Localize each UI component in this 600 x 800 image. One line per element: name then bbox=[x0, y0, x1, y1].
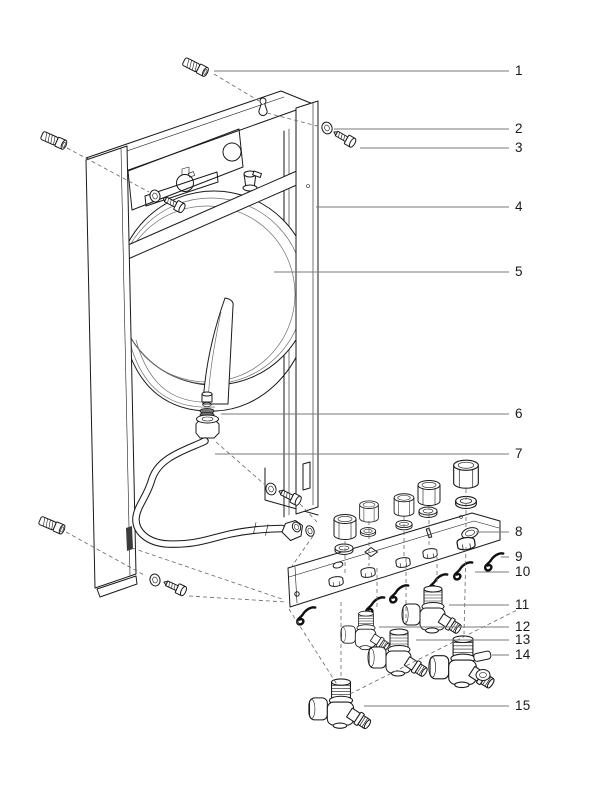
washer-top-right bbox=[319, 120, 335, 136]
callout-5: 5 bbox=[515, 264, 523, 279]
mounting-frame bbox=[85, 90, 319, 598]
screw-bottom-left bbox=[161, 576, 189, 598]
valve-15 bbox=[307, 678, 374, 732]
retaining-clip bbox=[293, 605, 320, 627]
flexible-hose bbox=[132, 437, 286, 548]
valve-11 bbox=[401, 585, 464, 637]
control-panel-recess bbox=[127, 128, 244, 211]
valve-14-lever bbox=[473, 650, 492, 681]
hose-end-washer bbox=[305, 525, 315, 537]
manifold-bracket bbox=[287, 512, 501, 608]
callout-9: 9 bbox=[515, 549, 523, 564]
retaining-clip bbox=[481, 551, 508, 573]
washer-right-lower bbox=[263, 481, 279, 497]
hanger-hole bbox=[176, 174, 194, 192]
wall-plug-bottom bbox=[37, 514, 67, 536]
frame-left-rail bbox=[85, 145, 138, 598]
callout-12: 12 bbox=[515, 619, 531, 634]
wall-plug-left bbox=[39, 130, 69, 151]
callout-10: 10 bbox=[515, 564, 531, 579]
manifold-hex-boss bbox=[327, 575, 345, 588]
valve-12 bbox=[340, 610, 392, 653]
hose-end-nut bbox=[281, 520, 303, 541]
valve-14 bbox=[428, 635, 497, 692]
screw-top-right bbox=[331, 127, 358, 149]
keyhole-slot bbox=[258, 97, 268, 116]
frame-right-rail bbox=[295, 100, 319, 515]
manifold-hex-boss bbox=[359, 566, 377, 579]
hose-elbow-nut bbox=[195, 414, 220, 439]
callout-3: 3 bbox=[515, 140, 523, 155]
cap-nut-3 bbox=[393, 493, 415, 517]
callout-6: 6 bbox=[515, 406, 523, 421]
wall-plug-top bbox=[181, 56, 211, 78]
callout-1: 1 bbox=[515, 63, 523, 78]
cap-nut-4 bbox=[417, 480, 441, 506]
manifold-hex-boss bbox=[394, 556, 412, 569]
vessel-cover-fin bbox=[202, 297, 234, 405]
cap-nut-5 bbox=[453, 459, 479, 489]
callout-7: 7 bbox=[515, 446, 523, 461]
leader-lines bbox=[214, 70, 509, 707]
cap-nut-1 bbox=[333, 514, 357, 540]
seal-ring-4 bbox=[418, 506, 438, 518]
manifold-hex-boss bbox=[421, 547, 439, 560]
callout-14: 14 bbox=[515, 647, 531, 662]
callout-13: 13 bbox=[515, 632, 531, 647]
callout-15: 15 bbox=[515, 698, 531, 713]
callout-8: 8 bbox=[515, 524, 523, 539]
vessel-outlet-stub bbox=[201, 391, 213, 407]
retaining-clip bbox=[450, 560, 477, 582]
washer-bottom-left bbox=[148, 572, 162, 588]
vessel-top-valve bbox=[242, 170, 263, 192]
callout-11: 11 bbox=[515, 597, 530, 612]
assembly-guide-lines bbox=[65, 73, 520, 695]
callout-2: 2 bbox=[515, 121, 523, 136]
callout-4: 4 bbox=[515, 199, 523, 214]
cap-nut-2 bbox=[359, 500, 379, 523]
retaining-clip bbox=[386, 583, 413, 605]
seal-ring-2 bbox=[359, 527, 377, 537]
